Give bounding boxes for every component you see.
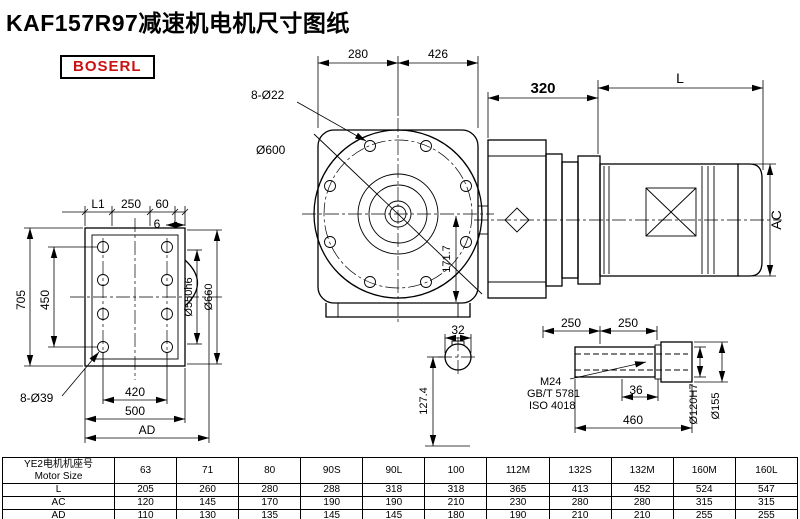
row-label-cell: L [2, 483, 115, 497]
row-label-cell: AC [2, 496, 115, 510]
value-cell: 255 [672, 509, 736, 519]
dim-label-60: 60 [155, 197, 169, 211]
value-cell: 452 [610, 483, 674, 497]
dim-label-L1: L1 [91, 197, 105, 211]
dim-label-705: 705 [14, 290, 28, 310]
value-cell: 205 [113, 483, 178, 497]
value-cell: 315 [734, 496, 799, 510]
size-cell: 112M [486, 457, 550, 484]
dim-label-127-4: 127.4 [418, 387, 430, 415]
size-cell: 71 [176, 457, 240, 484]
value-cell: 524 [672, 483, 736, 497]
dim-label-o120h7: Ø120H7 [688, 384, 700, 425]
size-cell: 160M [672, 457, 736, 484]
size-cell: 63 [113, 457, 178, 484]
size-cell: 132S [548, 457, 612, 484]
value-cell: 318 [362, 483, 426, 497]
value-cell: 110 [113, 509, 178, 519]
dimension-table: YE2电机机座号 Motor Size 63 71 80 90S 90L 100… [2, 457, 799, 519]
dim-label-500: 500 [125, 404, 145, 418]
dim-label-o155: Ø155 [710, 393, 722, 420]
table-row-AD: AD 110 130 135 145 145 180 190 210 210 2… [2, 509, 799, 519]
value-cell: 120 [113, 496, 178, 510]
shaft-section-detail [425, 334, 478, 447]
size-cell: 80 [238, 457, 302, 484]
value-cell: 210 [424, 496, 488, 510]
dim-label-320: 320 [530, 80, 555, 97]
dim-label-iso-4018: ISO 4018 [529, 400, 575, 412]
size-cell: 132M [610, 457, 674, 484]
dim-label-AC: AC [768, 210, 784, 229]
size-cell: 100 [424, 457, 488, 484]
value-cell: 210 [548, 509, 612, 519]
dim-label-o600: Ø600 [256, 143, 286, 157]
table-header-row: YE2电机机座号 Motor Size 63 71 80 90S 90L 100… [2, 457, 799, 484]
size-cell: 160L [734, 457, 799, 484]
value-cell: 315 [672, 496, 736, 510]
value-cell: 145 [176, 496, 240, 510]
boserl-logo: BOSERL [60, 55, 155, 79]
value-cell: 280 [238, 483, 302, 497]
value-cell: 210 [610, 509, 674, 519]
table-row-AC: AC 120 145 170 190 190 210 230 280 280 3… [2, 496, 799, 510]
dim-label-250-top: 250 [121, 197, 141, 211]
dim-label-450: 450 [38, 290, 52, 310]
value-cell: 230 [486, 496, 550, 510]
value-cell: 190 [362, 496, 426, 510]
dim-label-6: 6 [154, 217, 161, 231]
value-cell: 145 [300, 509, 364, 519]
value-cell: 318 [424, 483, 488, 497]
value-cell: 547 [734, 483, 799, 497]
dim-label-AD: AD [139, 423, 156, 437]
dim-label-250-b: 250 [618, 316, 638, 330]
value-cell: 280 [548, 496, 612, 510]
motor-size-header-cell: YE2电机机座号 Motor Size [2, 457, 115, 484]
dimension-labels: 280 426 8-Ø22 Ø600 320 L AC L1 250 60 6 … [14, 47, 784, 437]
dim-label-171-7: 171.7 [441, 245, 453, 273]
dim-label-460: 460 [623, 413, 643, 427]
left-view [24, 206, 224, 443]
dim-label-8-o22: 8-Ø22 [251, 88, 285, 102]
dim-label-280: 280 [348, 47, 368, 61]
dim-label-426: 426 [428, 47, 448, 61]
output-shaft-detail [542, 326, 728, 433]
row-label-cell: AD [2, 509, 115, 519]
table-row-L: L 205 260 280 288 318 318 365 413 452 52… [2, 483, 799, 497]
value-cell: 260 [176, 483, 240, 497]
value-cell: 170 [238, 496, 302, 510]
value-cell: 190 [300, 496, 364, 510]
side-view [474, 80, 782, 299]
size-cell: 90L [362, 457, 426, 484]
header-cn: YE2电机机座号 [24, 458, 93, 470]
dim-label-gbt-5781: GB/T 5781 [527, 388, 580, 400]
value-cell: 255 [734, 509, 799, 519]
dim-label-M24: M24 [540, 376, 561, 388]
dim-label-L: L [676, 70, 684, 86]
value-cell: 288 [300, 483, 364, 497]
value-cell: 190 [486, 509, 550, 519]
value-cell: 413 [548, 483, 612, 497]
dim-label-o550h6: Ø550h6 [183, 277, 195, 316]
dim-label-o660: Ø660 [203, 284, 215, 311]
page-title: KAF157R97减速机电机尺寸图纸 [6, 10, 350, 36]
size-cell: 90S [300, 457, 364, 484]
front-view [296, 56, 494, 324]
technical-drawing: 280 426 8-Ø22 Ø600 320 L AC L1 250 60 6 … [14, 47, 784, 447]
dim-label-32: 32 [451, 323, 465, 337]
value-cell: 135 [238, 509, 302, 519]
header-en: Motor Size [34, 470, 83, 482]
dim-label-420: 420 [125, 385, 145, 399]
dim-label-250-a: 250 [561, 316, 581, 330]
dim-label-8-o39: 8-Ø39 [20, 391, 54, 405]
dim-label-36: 36 [629, 383, 643, 397]
value-cell: 180 [424, 509, 488, 519]
value-cell: 365 [486, 483, 550, 497]
boserl-logo-text: BOSERL [73, 58, 142, 75]
value-cell: 280 [610, 496, 674, 510]
value-cell: 145 [362, 509, 426, 519]
value-cell: 130 [176, 509, 240, 519]
